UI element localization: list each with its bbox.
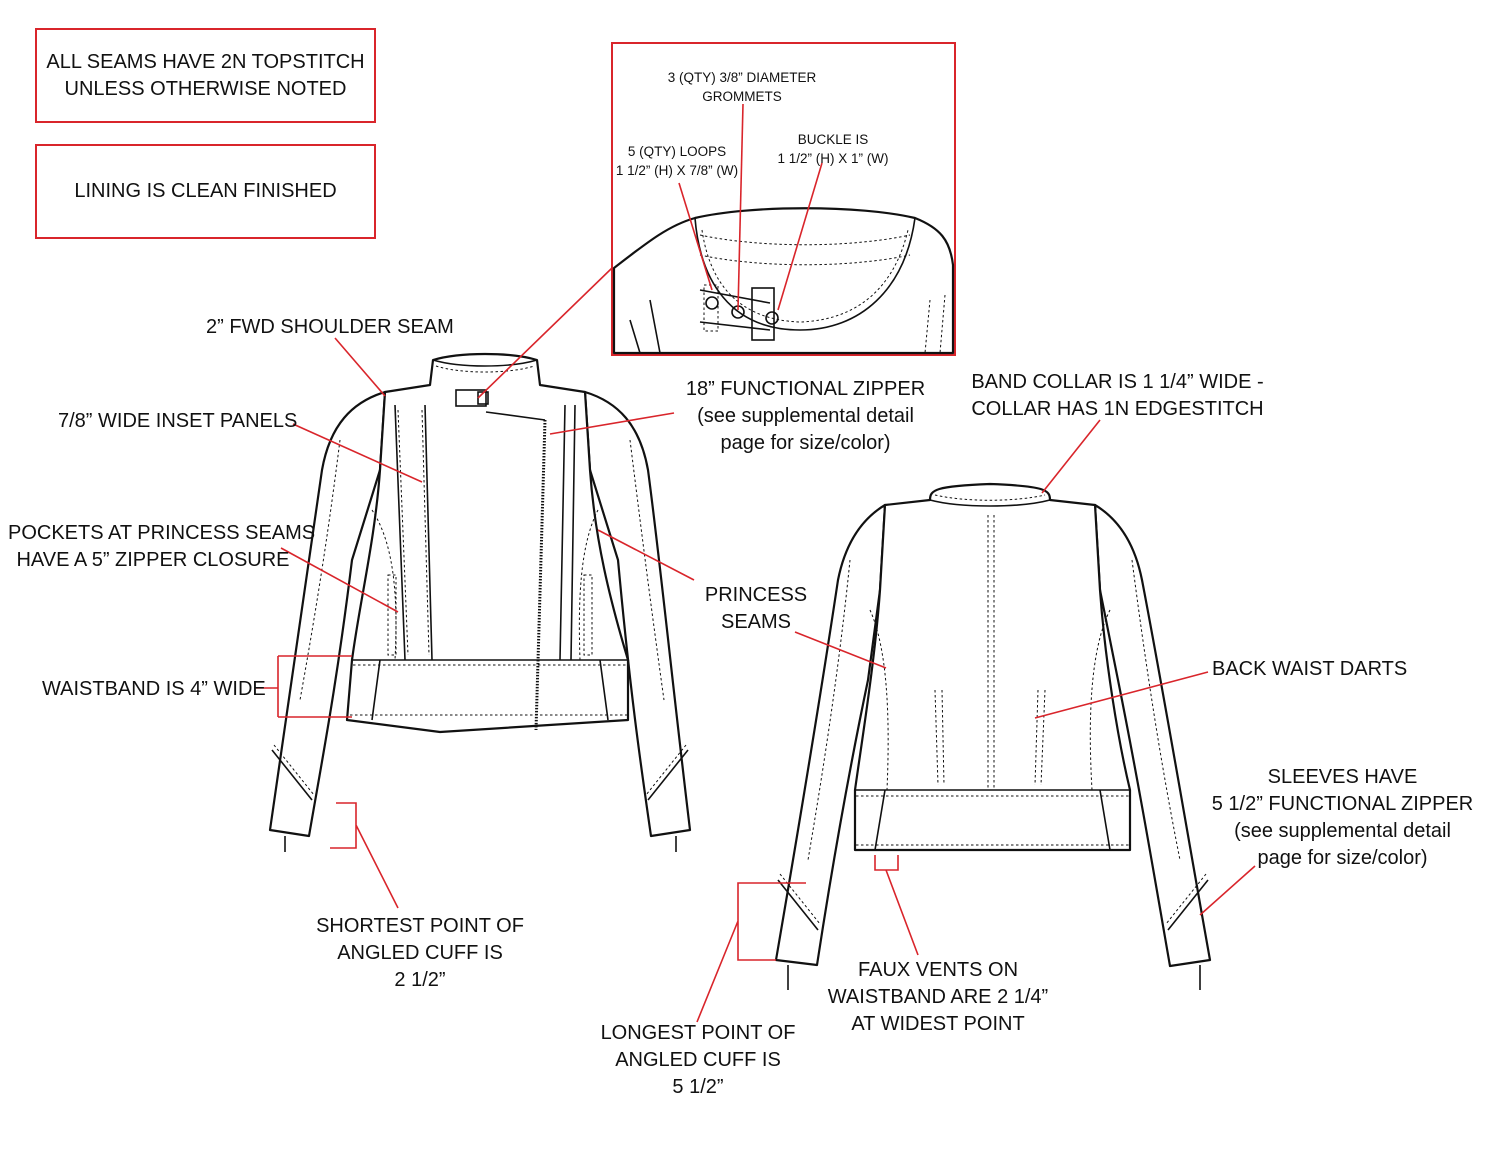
waistband-label: WAISTBAND IS 4” WIDE [42,678,266,700]
princess-seams-label: PRINCESS SEAMS [704,584,808,633]
topstitch-note-line2: UNLESS OTHERWISE NOTED [64,77,347,100]
buckle-label: BUCKLE IS 1 1/2” (H) X 1” (W) [777,132,889,166]
topstitch-note-line1: ALL SEAMS HAVE 2N TOPSTITCH [46,50,365,73]
sleeves-label: SLEEVES HAVE 5 1/2” FUNCTIONAL ZIPPER (s… [1211,766,1474,869]
grommets-label: 3 (QTY) 3/8” DIAMETER GROMMETS [667,70,817,104]
front-body [345,352,630,734]
long-cuff-label: LONGEST POINT OF ANGLED CUFF IS 5 1/2” [600,1022,796,1098]
pockets-label: POCKETS AT PRINCESS SEAMS HAVE A 5” ZIPP… [8,522,316,571]
callout-leaders [256,103,1256,1023]
front-jacket [268,352,692,852]
shoulder-seam-label: 2” FWD SHOULDER SEAM [206,316,454,338]
back-body [853,482,1132,852]
lining-note-text: LINING IS CLEAN FINISHED [74,180,337,202]
inset-panels-label: 7/8” WIDE INSET PANELS [58,410,298,432]
front-left-sleeve [268,390,387,838]
faux-vents-label: FAUX VENTS ON WAISTBAND ARE 2 1/4” AT WI… [827,959,1049,1035]
back-jacket [774,482,1212,990]
short-cuff-label: SHORTEST POINT OF ANGLED CUFF IS 2 1/2” [316,915,524,991]
zipper-label: 18” FUNCTIONAL ZIPPER (see supplemental … [685,378,926,454]
back-right-sleeve [1093,503,1212,968]
loops-label: 5 (QTY) LOOPS 1 1/2” (H) X 7/8” (W) [615,144,739,178]
band-collar-label: BAND COLLAR IS 1 1/4” WIDE - COLLAR HAS … [971,371,1264,420]
topstitch-note: ALL SEAMS HAVE 2N TOPSTITCH UNLESS OTHER… [35,28,376,123]
front-right-sleeve [583,390,692,838]
back-darts-label: BACK WAIST DARTS [1212,658,1408,680]
back-left-sleeve [774,503,887,967]
lining-note: LINING IS CLEAN FINISHED [35,144,376,239]
